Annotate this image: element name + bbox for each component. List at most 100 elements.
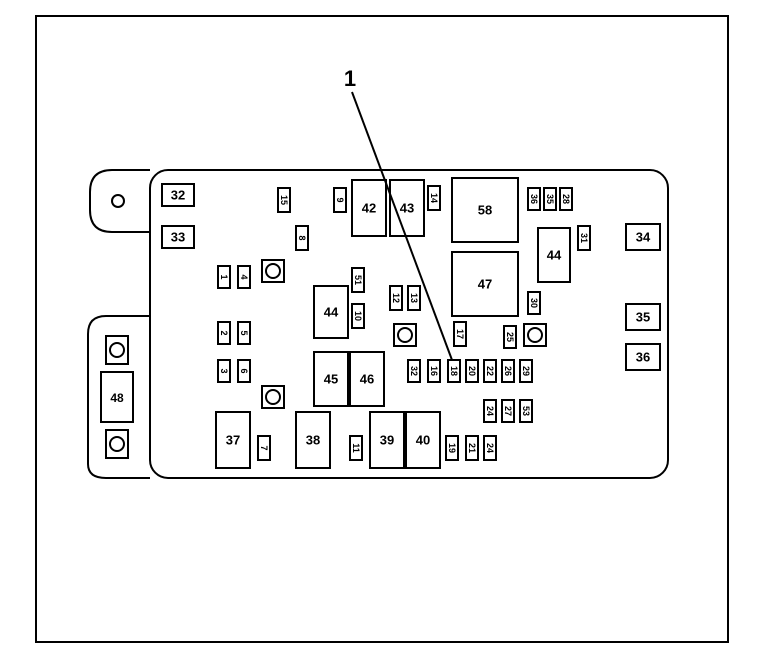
fuse-58: 58 [451,177,519,243]
fuse-label: 20 [467,366,477,376]
fuse-outline [407,285,421,311]
fuse-34: 34 [625,223,661,251]
fuse-outline [313,285,349,339]
fuse-20: 20 [465,359,479,383]
fuse-39: 39 [369,411,405,469]
fuse-26: 26 [501,359,515,383]
fuse-outline [465,435,479,461]
fuse-48-lower-terminal [105,429,129,459]
fuse-label: 1 [219,274,229,279]
fuse-outline [451,251,519,317]
fuse-14: 14 [427,185,441,211]
fuse-label: 35 [545,194,555,204]
fuse-label: 9 [335,197,345,202]
fuse-outline [451,177,519,243]
fuse-outline [577,225,591,251]
fuse-label: 32 [171,188,185,203]
fuse-label: 11 [351,443,361,453]
fuse-label: 58 [478,203,492,218]
fuse-1: 1 [217,265,231,289]
fuse-outline [447,359,461,383]
fuse-outline [161,225,195,249]
fuse-outline [333,187,347,213]
fuse-outline [519,399,533,423]
fuse-11: 11 [349,435,363,461]
fuse-label: 18 [449,366,459,376]
fuse-label: 16 [429,366,439,376]
fuse-label: 36 [529,194,539,204]
fuse-outline [483,359,497,383]
fuse-21: 21 [465,435,479,461]
fuse-label: 44 [547,248,562,263]
fuse-32: 32 [161,183,195,207]
fuse-label: 14 [429,193,439,203]
fuse-19: 19 [445,435,459,461]
fuse-label: 29 [521,366,531,376]
fuse-24b: 24 [483,435,497,461]
fuse-label: 7 [259,445,269,450]
fuse-outline [445,435,459,461]
fuse-label: 13 [409,293,419,303]
fuse-label: 38 [306,433,320,448]
fuse-51: 51 [351,267,365,293]
fuse-label: 36 [636,350,650,365]
fuse-45: 45 [313,351,349,407]
fuse-outline [295,225,309,251]
mounting-hole [111,194,125,208]
fuse-48-upper-terminal [105,335,129,365]
fuse-32b: 32 [407,359,421,383]
fuse-17: 17 [453,321,467,347]
fuse-36b: 36 [625,343,661,371]
fuse-33: 33 [161,225,195,249]
fuse-35b: 35 [625,303,661,331]
fuse-label: 2 [219,330,229,335]
fuse-outline [217,265,231,289]
fuse-outline [559,187,573,211]
fuse-label: 28 [561,194,571,204]
fuse-outline [543,187,557,211]
fuse-outline [351,303,365,329]
fuse-outline [215,411,251,469]
fuse-43: 43 [389,179,425,237]
fuse-12: 12 [389,285,403,311]
fuse-outline [453,321,467,347]
fuse-outline [237,359,251,383]
fuse-outline [277,187,291,213]
fuse-label: 43 [400,201,414,216]
fuse-24: 24 [483,399,497,423]
fuse-7: 7 [257,435,271,461]
fuse-label: 21 [467,443,477,453]
fuse-44b: 44 [313,285,349,339]
fuse-label: 8 [297,235,307,240]
fuse-5: 5 [237,321,251,345]
fuse-25: 25 [503,325,517,349]
fuse-8: 8 [295,225,309,251]
terminal-bolt [109,436,125,452]
fuse-38: 38 [295,411,331,469]
fuse-label: 30 [529,298,539,308]
fuse-31: 31 [577,225,591,251]
fuse-30: 30 [527,291,541,315]
upper-mounting-tab [89,169,150,233]
fuse-label: 47 [478,277,492,292]
callout-number: 1 [344,66,356,91]
fuse-outline [537,227,571,283]
fuse-label: 32 [409,366,419,376]
fuse-36a: 36 [527,187,541,211]
terminal-bolt [109,342,125,358]
fuse-label: 6 [239,368,249,373]
fuse-18: 18 [447,359,461,383]
fuse-label: 27 [503,406,513,416]
fuse-48-body [100,371,134,423]
fuse-15: 15 [277,187,291,213]
fuse-13: 13 [407,285,421,311]
fuse-6: 6 [237,359,251,383]
fuse-outline [527,291,541,315]
fuse-27: 27 [501,399,515,423]
fuse-label-48: 48 [110,391,124,405]
fuse-outline [427,185,441,211]
fuse-outline [351,267,365,293]
fuse-29: 29 [519,359,533,383]
